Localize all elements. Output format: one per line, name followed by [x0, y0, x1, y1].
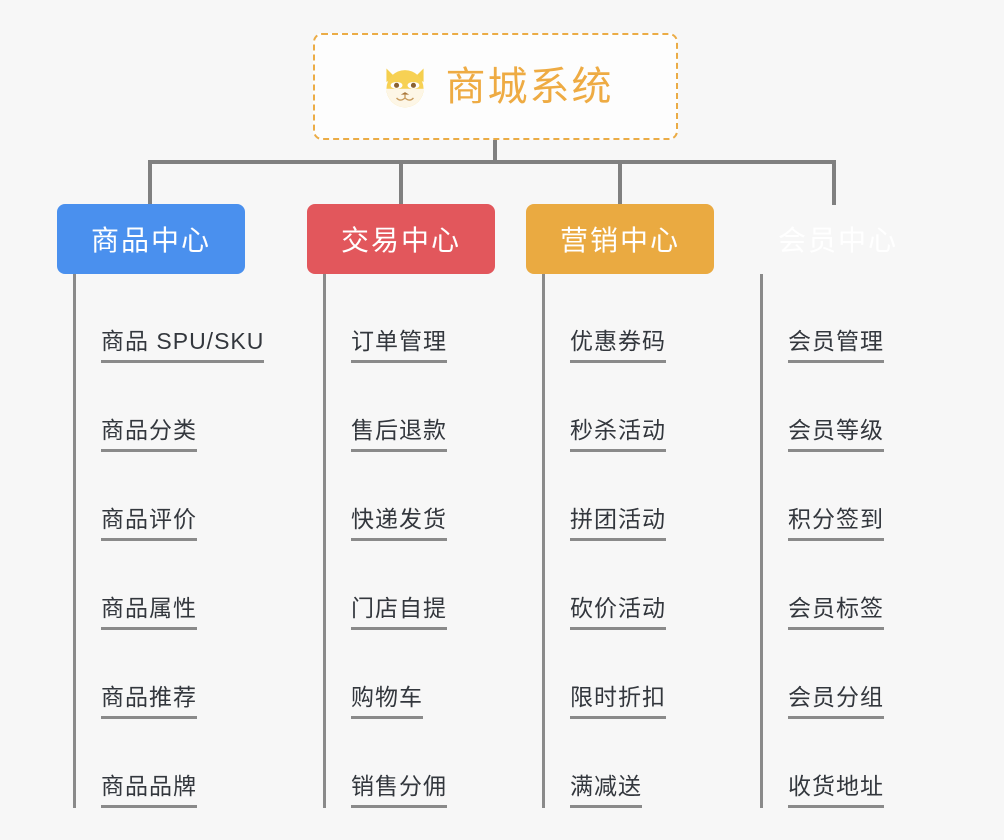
leaf-item[interactable]: 销售分佣: [326, 719, 495, 808]
leaf-item[interactable]: 快递发货: [326, 452, 495, 541]
root-node[interactable]: 商城系统: [313, 33, 678, 140]
leaf-item-label: 订单管理: [351, 328, 447, 363]
root-title: 商城系统: [445, 64, 614, 109]
leaf-item-label: 砍价活动: [570, 595, 666, 630]
leaf-item-label: 快递发货: [351, 506, 447, 541]
leaf-item-label: 购物车: [351, 684, 423, 719]
leaf-item[interactable]: 优惠券码: [545, 274, 714, 363]
leaf-item[interactable]: 售后退款: [326, 363, 495, 452]
leaf-item-label: 积分签到: [788, 506, 884, 541]
branch-header-trade-center[interactable]: 交易中心: [307, 204, 495, 274]
connector-drop-4: [832, 160, 836, 205]
branch-header-product-center[interactable]: 商品中心: [57, 204, 245, 274]
leaf-item[interactable]: 订单管理: [326, 274, 495, 363]
leaf-item[interactable]: 拼团活动: [545, 452, 714, 541]
leaf-item[interactable]: 购物车: [326, 630, 495, 719]
leaf-item-label: 秒杀活动: [570, 417, 666, 452]
leaf-item[interactable]: 砍价活动: [545, 541, 714, 630]
leaf-item-label: 优惠券码: [570, 328, 666, 363]
leaf-item[interactable]: 秒杀活动: [545, 363, 714, 452]
leaf-item-label: 拼团活动: [570, 506, 666, 541]
leaf-item[interactable]: 商品推荐: [76, 630, 245, 719]
leaf-list-1: 商品 SPU/SKU 商品分类 商品评价 商品属性 商品推荐 商品品牌: [73, 274, 265, 808]
connector-horizontal-bus: [148, 160, 836, 164]
leaf-item[interactable]: 会员等级: [763, 363, 932, 452]
leaf-item-label: 收货地址: [788, 773, 884, 808]
leaf-item-label: 满减送: [570, 773, 642, 808]
branch-header-label: 商品中心: [90, 225, 211, 256]
leaf-list-2: 订单管理 售后退款 快递发货 门店自提 购物车 销售分佣: [323, 274, 495, 808]
leaf-item-label: 会员分组: [788, 684, 884, 719]
leaf-item-label: 销售分佣: [351, 773, 447, 808]
leaf-item-label: 会员等级: [788, 417, 884, 452]
leaf-item[interactable]: 限时折扣: [545, 630, 714, 719]
connector-drop-3: [618, 160, 622, 205]
connector-root-stem: [493, 140, 497, 163]
leaf-item-label: 会员标签: [788, 595, 884, 630]
leaf-item-label: 门店自提: [351, 595, 447, 630]
leaf-item-label: 商品评价: [101, 506, 197, 541]
leaf-item[interactable]: 商品分类: [76, 363, 245, 452]
leaf-item[interactable]: 商品评价: [76, 452, 245, 541]
leaf-item[interactable]: 会员标签: [763, 541, 932, 630]
connector-drop-1: [148, 160, 152, 205]
leaf-item-label: 售后退款: [351, 417, 447, 452]
leaf-item[interactable]: 满减送: [545, 719, 714, 808]
branch-header-label: 交易中心: [340, 225, 461, 256]
leaf-item-label: 会员管理: [788, 328, 884, 363]
leaf-item[interactable]: 商品 SPU/SKU: [76, 274, 265, 363]
branch-header-member-center[interactable]: 会员中心: [744, 204, 932, 274]
leaf-list-4: 会员管理 会员等级 积分签到 会员标签 会员分组 收货地址: [760, 274, 932, 808]
branch-header-marketing-center[interactable]: 营销中心: [526, 204, 714, 274]
leaf-item-label: 商品属性: [101, 595, 197, 630]
leaf-item-label: 商品品牌: [101, 773, 197, 808]
leaf-item[interactable]: 积分签到: [763, 452, 932, 541]
leaf-list-3: 优惠券码 秒杀活动 拼团活动 砍价活动 限时折扣 满减送: [542, 274, 714, 808]
leaf-item-label: 商品 SPU/SKU: [101, 328, 265, 363]
leaf-item[interactable]: 会员管理: [763, 274, 932, 363]
shiba-dog-icon: [385, 67, 424, 107]
leaf-item-label: 限时折扣: [570, 684, 666, 719]
leaf-item[interactable]: 会员分组: [763, 630, 932, 719]
leaf-item[interactable]: 门店自提: [326, 541, 495, 630]
branch-column-2: 交易中心 订单管理 售后退款 快递发货 门店自提 购物车 销售分佣: [307, 204, 495, 808]
leaf-item-label: 商品推荐: [101, 684, 197, 719]
leaf-item[interactable]: 商品品牌: [76, 719, 245, 808]
leaf-item[interactable]: 收货地址: [763, 719, 932, 808]
branch-column-1: 商品中心 商品 SPU/SKU 商品分类 商品评价 商品属性 商品推荐 商品品牌: [57, 204, 265, 808]
leaf-item-label: 商品分类: [101, 417, 197, 452]
branch-column-3: 营销中心 优惠券码 秒杀活动 拼团活动 砍价活动 限时折扣 满减送: [526, 204, 714, 808]
connector-drop-2: [399, 160, 403, 205]
leaf-item[interactable]: 商品属性: [76, 541, 245, 630]
branch-column-4: 会员中心 会员管理 会员等级 积分签到 会员标签 会员分组 收货地址: [744, 204, 932, 808]
branch-header-label: 会员中心: [777, 225, 898, 256]
branch-header-label: 营销中心: [559, 225, 680, 256]
